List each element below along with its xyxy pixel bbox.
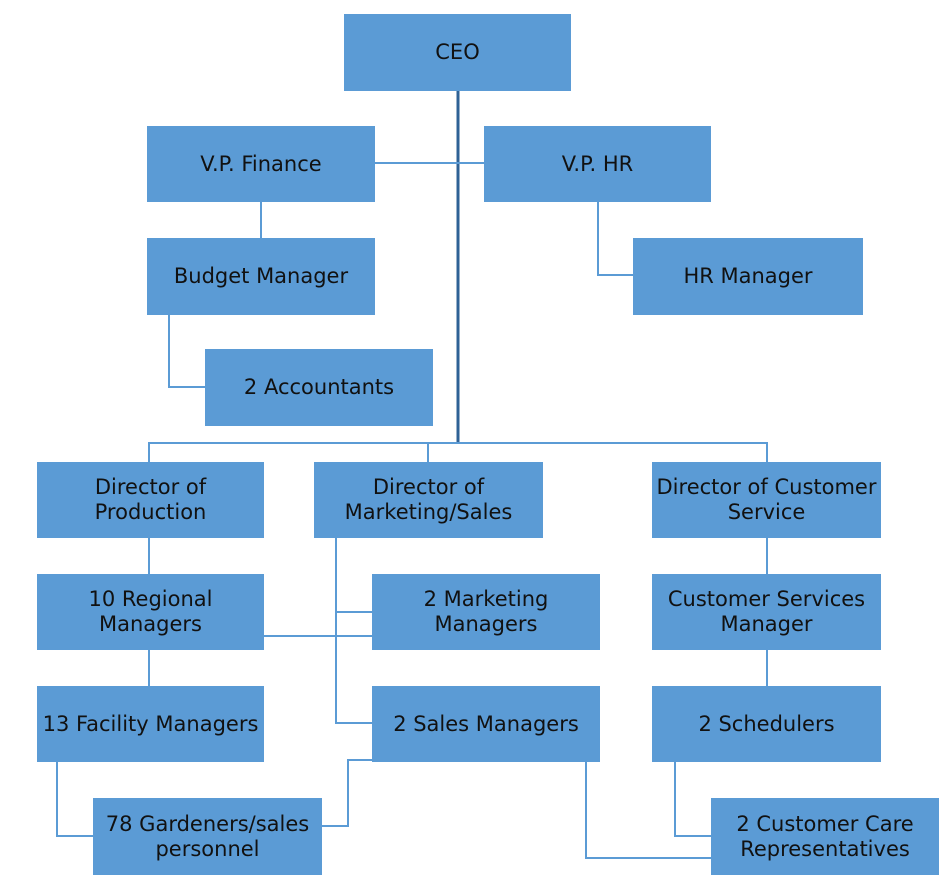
node-customer-services-manager: Customer Services Manager — [652, 574, 881, 650]
sales-gardeners-connector — [322, 759, 372, 827]
marketing-sub-connector — [335, 538, 372, 724]
node-vp-finance: V.P. Finance — [147, 126, 375, 202]
node-director-marketing: Director of Marketing/Sales — [314, 462, 543, 538]
budget-accountants-connector — [168, 315, 205, 388]
node-budget-manager: Budget Manager — [147, 238, 375, 315]
node-schedulers: 2 Schedulers — [652, 686, 881, 762]
node-customer-care: 2 Customer Care Representatives — [711, 798, 939, 875]
facility-gardeners-connector — [56, 762, 93, 837]
node-director-customer-service: Director of Customer Service — [652, 462, 881, 538]
sales-customercare-connector — [585, 762, 711, 859]
node-sales-managers: 2 Sales Managers — [372, 686, 600, 762]
schedulers-customercare-connector — [674, 762, 711, 837]
node-gardeners: 78 Gardeners/sales personnel — [93, 798, 322, 875]
vphr-hrmanager-connector — [597, 202, 633, 276]
node-regional-managers: 10 Regional Managers — [37, 574, 264, 650]
node-hr-manager: HR Manager — [633, 238, 863, 315]
node-director-production: Director of Production — [37, 462, 264, 538]
node-ceo: CEO — [344, 14, 571, 91]
node-facility-managers: 13 Facility Managers — [37, 686, 264, 762]
node-vp-hr: V.P. HR — [484, 126, 711, 202]
node-marketing-managers: 2 Marketing Managers — [372, 574, 600, 650]
node-accountants: 2 Accountants — [205, 349, 433, 426]
directors-bus — [148, 442, 768, 462]
